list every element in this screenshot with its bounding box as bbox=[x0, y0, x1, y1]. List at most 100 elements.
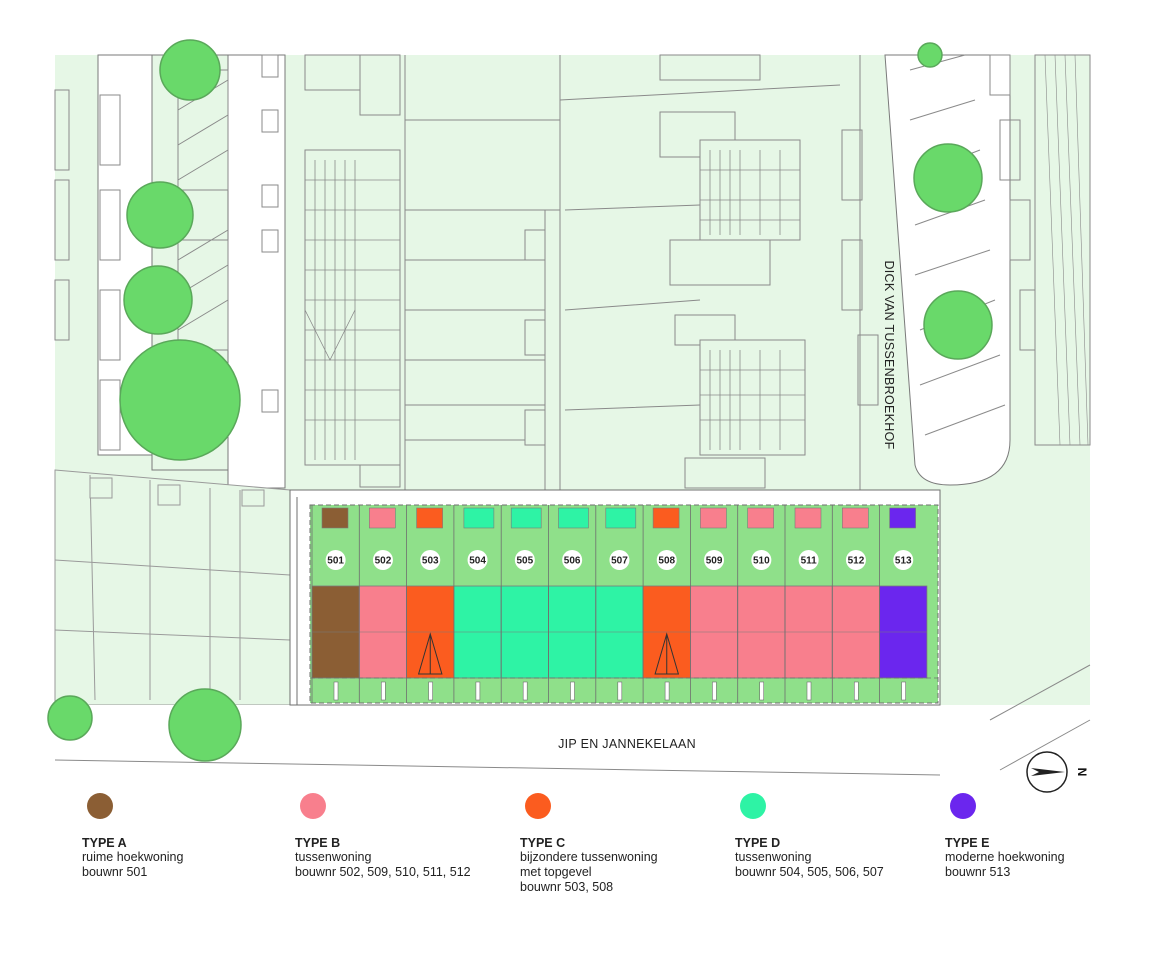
unit-number-badge bbox=[514, 550, 535, 570]
legend-line: bouwnr 502, 509, 510, 511, 512 bbox=[295, 865, 471, 879]
topgevel-icon bbox=[654, 632, 680, 675]
type-a-swatch bbox=[87, 793, 113, 819]
compass-label: N bbox=[1075, 768, 1089, 777]
front-path bbox=[428, 681, 433, 701]
legend-line: met topgevel bbox=[520, 865, 592, 879]
front-path bbox=[712, 681, 717, 701]
legend-title: TYPE D bbox=[735, 836, 781, 850]
front-path bbox=[664, 681, 670, 701]
unit-number-badge bbox=[751, 550, 772, 570]
type-b-swatch bbox=[300, 793, 326, 819]
legend-type-b: TYPE B tussenwoning bouwnr 502, 509, 510… bbox=[295, 793, 495, 880]
trees bbox=[47, 39, 993, 762]
type-e-swatch bbox=[950, 793, 976, 819]
legend-line: tussenwoning bbox=[735, 850, 812, 864]
tree bbox=[159, 39, 221, 101]
unit-number-badge bbox=[656, 550, 677, 570]
garden-shed bbox=[747, 507, 775, 529]
tree bbox=[126, 181, 194, 249]
unit-number-badge bbox=[845, 550, 866, 570]
unit-511: 511 bbox=[784, 505, 833, 703]
legend-type-c: TYPE C bijzondere tussenwoning met topge… bbox=[520, 793, 720, 895]
front-path bbox=[617, 681, 623, 701]
type-c-swatch bbox=[525, 793, 551, 819]
garden-shed bbox=[605, 507, 637, 529]
unit-number: 503 bbox=[422, 556, 439, 567]
garden-shed bbox=[841, 507, 869, 529]
unit-512: 512 bbox=[831, 505, 880, 703]
tree bbox=[47, 695, 93, 741]
unit-number: 510 bbox=[753, 556, 770, 567]
garden-shed bbox=[889, 507, 916, 529]
unit-number: 512 bbox=[848, 556, 865, 567]
unit-number: 506 bbox=[564, 556, 581, 567]
unit-number-badge bbox=[372, 550, 393, 570]
tree bbox=[923, 290, 993, 360]
legend-line: ruime hoekwoning bbox=[82, 850, 184, 864]
legend-line: bouwnr 504, 505, 506, 507 bbox=[735, 865, 884, 879]
unit-number: 511 bbox=[801, 556, 818, 567]
unit-number: 509 bbox=[706, 556, 723, 567]
type-d-swatch bbox=[740, 793, 766, 819]
garden-shed bbox=[652, 507, 680, 529]
unit-number-badge bbox=[467, 550, 488, 570]
garden-shed bbox=[416, 507, 443, 529]
unit-number-badge bbox=[893, 550, 914, 570]
tree bbox=[168, 688, 242, 762]
unit-number: 505 bbox=[517, 556, 534, 567]
legend-title: TYPE A bbox=[82, 836, 127, 850]
tree bbox=[917, 42, 943, 68]
unit-number-badge bbox=[420, 550, 441, 570]
garden-shed bbox=[700, 507, 727, 529]
garden-shed bbox=[558, 507, 589, 529]
unit-number: 502 bbox=[375, 556, 392, 567]
unit-number-badge bbox=[798, 550, 819, 570]
tree bbox=[123, 265, 193, 335]
north-compass-icon: N bbox=[1026, 751, 1089, 793]
front-path bbox=[759, 681, 765, 701]
front-path bbox=[901, 681, 906, 701]
front-path bbox=[806, 681, 812, 701]
garden-shed bbox=[368, 507, 396, 529]
garden-shed bbox=[794, 507, 822, 529]
legend-line: bouwnr 501 bbox=[82, 865, 148, 879]
unit-508: 508 bbox=[642, 505, 691, 703]
garden-shed bbox=[321, 507, 349, 529]
unit-number: 508 bbox=[658, 556, 675, 567]
unit-number-badge bbox=[562, 550, 583, 570]
front-path bbox=[570, 681, 575, 701]
unit-510: 510 bbox=[737, 505, 786, 703]
topgevel-icon bbox=[417, 632, 443, 675]
legend-line: bijzondere tussenwoning bbox=[520, 850, 658, 864]
legend-line: bouwnr 513 bbox=[945, 865, 1011, 879]
project-block: 501 502 503 504 505 506 507 508 509 510 511 512 513 bbox=[289, 489, 941, 706]
front-path bbox=[853, 681, 859, 701]
unit-number-badge bbox=[704, 550, 725, 570]
garden-shed bbox=[463, 507, 495, 529]
tree bbox=[913, 143, 983, 213]
front-path bbox=[333, 681, 339, 701]
unit-509: 509 bbox=[690, 505, 739, 703]
unit-505: 505 bbox=[500, 505, 549, 703]
front-path bbox=[380, 681, 386, 701]
unit-506: 506 bbox=[548, 505, 597, 703]
legend-type-e: TYPE E moderne hoekwoning bouwnr 513 bbox=[945, 793, 1145, 880]
unit-number: 513 bbox=[895, 556, 912, 567]
tree bbox=[119, 339, 241, 461]
unit-503: 503 bbox=[406, 505, 455, 703]
unit-504: 504 bbox=[453, 505, 502, 703]
unit-number: 504 bbox=[469, 556, 486, 567]
legend-title: TYPE E bbox=[945, 836, 990, 850]
street-name-dick-van-tussenbroekhof: DICK VAN TUSSENBROEKHOF bbox=[882, 260, 896, 449]
legend-title: TYPE C bbox=[520, 836, 566, 850]
legend-type-a: TYPE A ruime hoekwoning bouwnr 501 bbox=[82, 793, 282, 880]
unit-number: 501 bbox=[327, 556, 344, 567]
legend-line: moderne hoekwoning bbox=[945, 850, 1065, 864]
front-path bbox=[522, 681, 528, 701]
legend-line: tussenwoning bbox=[295, 850, 372, 864]
unit-number: 507 bbox=[611, 556, 628, 567]
garden-shed bbox=[510, 507, 542, 529]
unit-number-badge bbox=[609, 550, 630, 570]
unit-number-badge bbox=[325, 550, 346, 570]
